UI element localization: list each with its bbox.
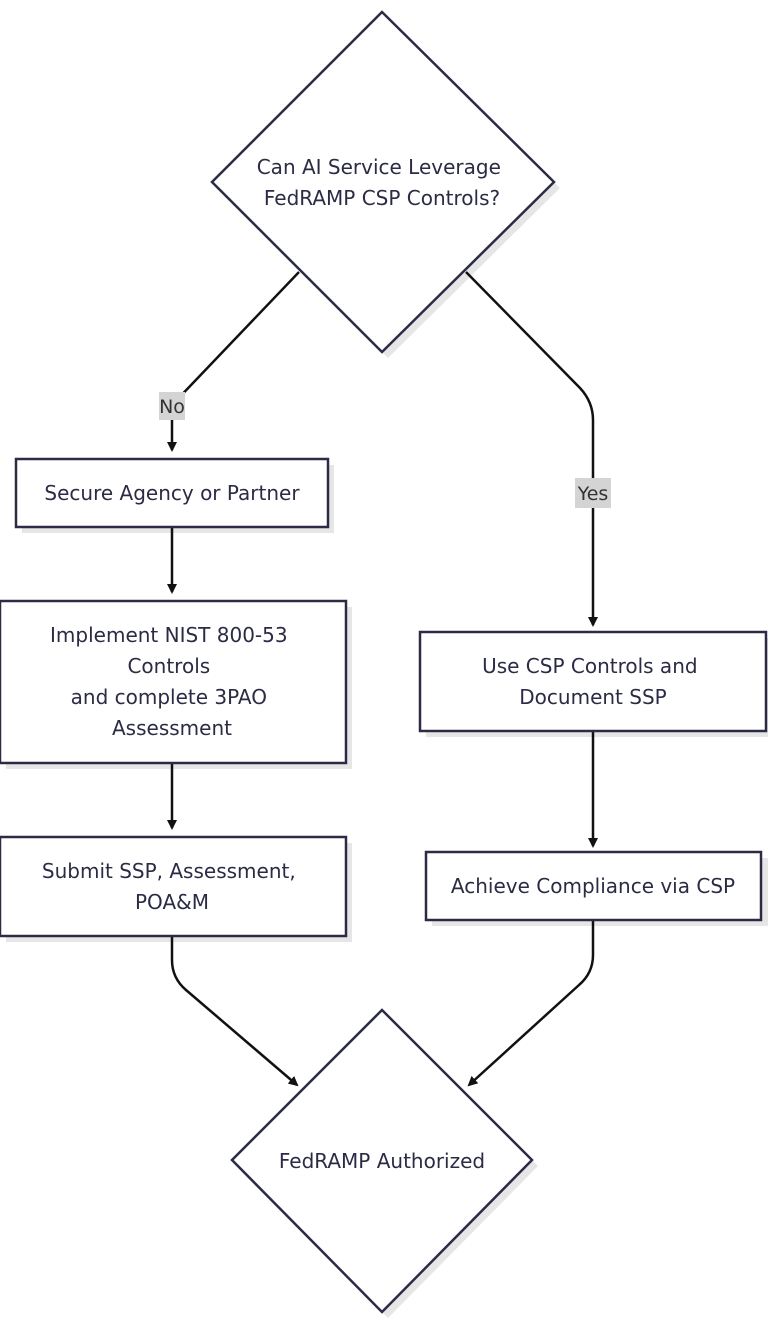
implement-nist-node-label: Implement NIST 800-53 Controls and compl… (50, 623, 294, 740)
secure-agency-node: Secure Agency or Partner (14, 457, 330, 529)
edge-achieve-to-authorized (467, 920, 595, 1087)
edge-submit-to-authorized (170, 936, 299, 1087)
edge-decision-to-secure-agency (167, 271, 300, 452)
edge-label-no: No (159, 392, 185, 420)
submit-ssp-node: Submit SSP, Assessment, POA&M (0, 835, 348, 938)
implement-nist-node: Implement NIST 800-53 Controls and compl… (0, 599, 348, 765)
secure-agency-node-label: Secure Agency or Partner (44, 481, 300, 505)
edge-label-yes: Yes (575, 478, 611, 508)
edge-label-yes-text: Yes (577, 483, 609, 505)
use-csp-node-label: Use CSP Controls and Document SSP (482, 654, 704, 709)
use-csp-node: Use CSP Controls and Document SSP (418, 630, 768, 733)
edge-decision-to-use-csp (465, 271, 598, 627)
authorized-node: FedRAMP Authorized (230, 1008, 534, 1314)
edge-label-no-text: No (159, 396, 185, 418)
decision-node-label: Can AI Service Leverage FedRAMP CSP Cont… (257, 155, 508, 210)
decision-node: Can AI Service Leverage FedRAMP CSP Cont… (210, 10, 556, 354)
authorized-node-label: FedRAMP Authorized (279, 1149, 485, 1173)
submit-ssp-node-label: Submit SSP, Assessment, POA&M (42, 859, 302, 914)
achieve-compliance-node-label: Achieve Compliance via CSP (451, 874, 735, 898)
achieve-compliance-node: Achieve Compliance via CSP (424, 850, 763, 922)
